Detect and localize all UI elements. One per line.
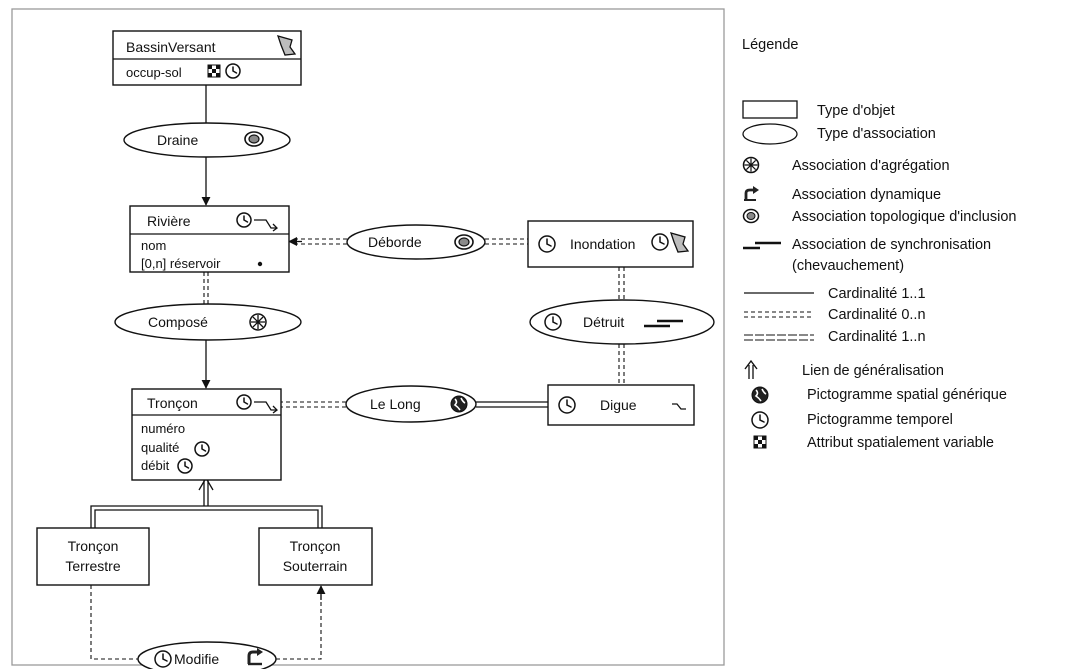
entity-bassinversant-name: BassinVersant bbox=[126, 39, 216, 55]
association-detruit[interactable]: Détruit bbox=[529, 299, 715, 345]
legend-item-synchronisation: Association de synchronisation bbox=[792, 237, 991, 253]
entity-troncon-terrestre[interactable]: Tronçon Terrestre bbox=[36, 527, 150, 586]
clock-icon bbox=[194, 441, 210, 457]
legend-aggregation-icon bbox=[742, 156, 760, 174]
clock-icon bbox=[236, 212, 252, 228]
association-compose[interactable]: Composé bbox=[114, 303, 302, 341]
legend-inclusion-icon bbox=[742, 208, 760, 224]
aggregation-icon bbox=[249, 313, 267, 331]
clock-icon bbox=[538, 235, 556, 253]
entity-riviere-attr-nom: nom bbox=[141, 238, 166, 253]
legend-item-type-objet: Type d'objet bbox=[817, 103, 895, 119]
synchronisation-icon bbox=[644, 319, 683, 328]
clock-icon bbox=[225, 63, 241, 79]
link-deborde-riviere bbox=[288, 237, 347, 246]
legend-item-attribut-variable: Attribut spatialement variable bbox=[807, 435, 994, 451]
legend-dynamic-icon bbox=[744, 186, 759, 201]
dynamic-line-icon bbox=[254, 401, 277, 411]
entity-riviere[interactable]: Rivière nom [0,n] réservoir bbox=[129, 205, 290, 273]
diagram-panel-border bbox=[11, 8, 725, 666]
legend-clock-icon bbox=[751, 411, 769, 429]
legend-globe-icon bbox=[751, 386, 769, 404]
dynamic-association-icon bbox=[247, 648, 263, 666]
legend-item-aggregation: Association d'agrégation bbox=[792, 158, 950, 174]
entity-bassinversant-attr: occup-sol bbox=[126, 65, 182, 80]
clock-icon bbox=[544, 313, 562, 331]
legend-item-type-association: Type d'association bbox=[817, 126, 936, 142]
clock-icon bbox=[177, 458, 193, 474]
legend-double-dashed-icon bbox=[744, 311, 814, 318]
legend-synchronisation-icon bbox=[743, 241, 781, 250]
legend-item-spatial: Pictogramme spatial générique bbox=[807, 387, 1007, 403]
entity-troncon[interactable]: Tronçon numéro qualité débit bbox=[131, 388, 282, 481]
link-deborde-inondation bbox=[485, 238, 528, 245]
legend-item-card-1n: Cardinalité 1..n bbox=[828, 329, 926, 345]
legend-item-card-0n: Cardinalité 0..n bbox=[828, 307, 926, 323]
association-deborde-label: Déborde bbox=[368, 234, 422, 250]
entity-souterrain-line1: Tronçon bbox=[290, 538, 341, 554]
legend-title: Légende bbox=[742, 37, 798, 53]
entity-souterrain-line2: Souterrain bbox=[283, 558, 348, 574]
entity-digue-name: Digue bbox=[600, 397, 637, 413]
polygon-icon bbox=[669, 232, 690, 253]
legend-item-dynamique: Association dynamique bbox=[792, 187, 941, 203]
link-terrestre-modifie bbox=[90, 585, 138, 660]
entity-troncon-attr-qualite: qualité bbox=[141, 440, 179, 455]
link-riviere-compose bbox=[203, 272, 209, 304]
legend-item-card-11: Cardinalité 1..1 bbox=[828, 286, 926, 302]
legend-item-inclusion: Association topologique d'inclusion bbox=[792, 209, 1016, 225]
legend: Légende Type d'objet Type d'association … bbox=[742, 37, 1016, 451]
association-modifie[interactable]: Modifie bbox=[137, 641, 277, 669]
entity-riviere-name: Rivière bbox=[147, 213, 191, 229]
link-modifie-souterrain bbox=[276, 585, 326, 660]
legend-generalization-icon bbox=[744, 359, 758, 379]
entity-inondation[interactable]: Inondation bbox=[527, 220, 694, 268]
entity-bassinversant[interactable]: BassinVersant occup-sol bbox=[112, 30, 302, 86]
legend-double-line-icon bbox=[744, 334, 814, 341]
inclusion-icon bbox=[454, 234, 474, 250]
polygon-icon bbox=[276, 35, 297, 56]
clock-icon bbox=[558, 396, 576, 414]
clock-icon bbox=[154, 650, 172, 668]
legend-rectangle-icon bbox=[742, 100, 798, 119]
entity-troncon-souterrain[interactable]: Tronçon Souterrain bbox=[258, 527, 373, 586]
legend-item-synchronisation-sub: (chevauchement) bbox=[792, 258, 904, 274]
clock-icon bbox=[651, 233, 669, 251]
entity-terrestre-line1: Tronçon bbox=[68, 538, 119, 554]
entity-troncon-name: Tronçon bbox=[147, 395, 198, 411]
association-deborde[interactable]: Déborde bbox=[346, 224, 486, 260]
entity-inondation-name: Inondation bbox=[570, 236, 635, 252]
association-lelong[interactable]: Le Long bbox=[345, 385, 477, 423]
entity-terrestre-line2: Terrestre bbox=[65, 558, 120, 574]
legend-checker-icon bbox=[753, 435, 767, 449]
association-lelong-label: Le Long bbox=[370, 396, 421, 412]
association-detruit-label: Détruit bbox=[583, 314, 624, 330]
link-detruit-digue bbox=[618, 344, 625, 384]
link-inondation-detruit bbox=[618, 267, 625, 301]
association-draine[interactable]: Draine bbox=[123, 122, 291, 158]
legend-item-temporel: Pictogramme temporel bbox=[807, 412, 953, 428]
entity-digue[interactable]: Digue bbox=[547, 384, 695, 426]
link-lelong-troncon bbox=[281, 401, 346, 408]
association-modifie-label: Modifie bbox=[174, 651, 219, 667]
checker-icon bbox=[207, 64, 221, 78]
association-compose-label: Composé bbox=[148, 314, 208, 330]
entity-troncon-attr-numero: numéro bbox=[141, 421, 185, 436]
clock-icon bbox=[236, 394, 252, 410]
dynamic-line-icon bbox=[254, 219, 277, 229]
link-lelong-digue bbox=[476, 401, 548, 408]
entity-riviere-attr-reservoir: [0,n] réservoir bbox=[141, 256, 221, 271]
generalization-link bbox=[90, 476, 323, 528]
inclusion-icon bbox=[244, 131, 264, 147]
bullet-icon bbox=[257, 261, 263, 267]
legend-item-generalisation: Lien de généralisation bbox=[802, 363, 944, 379]
globe-icon bbox=[450, 395, 468, 413]
association-draine-label: Draine bbox=[157, 132, 198, 148]
entity-troncon-attr-debit: débit bbox=[141, 458, 170, 473]
line-icon bbox=[672, 403, 686, 410]
legend-ellipse-icon bbox=[742, 123, 798, 145]
